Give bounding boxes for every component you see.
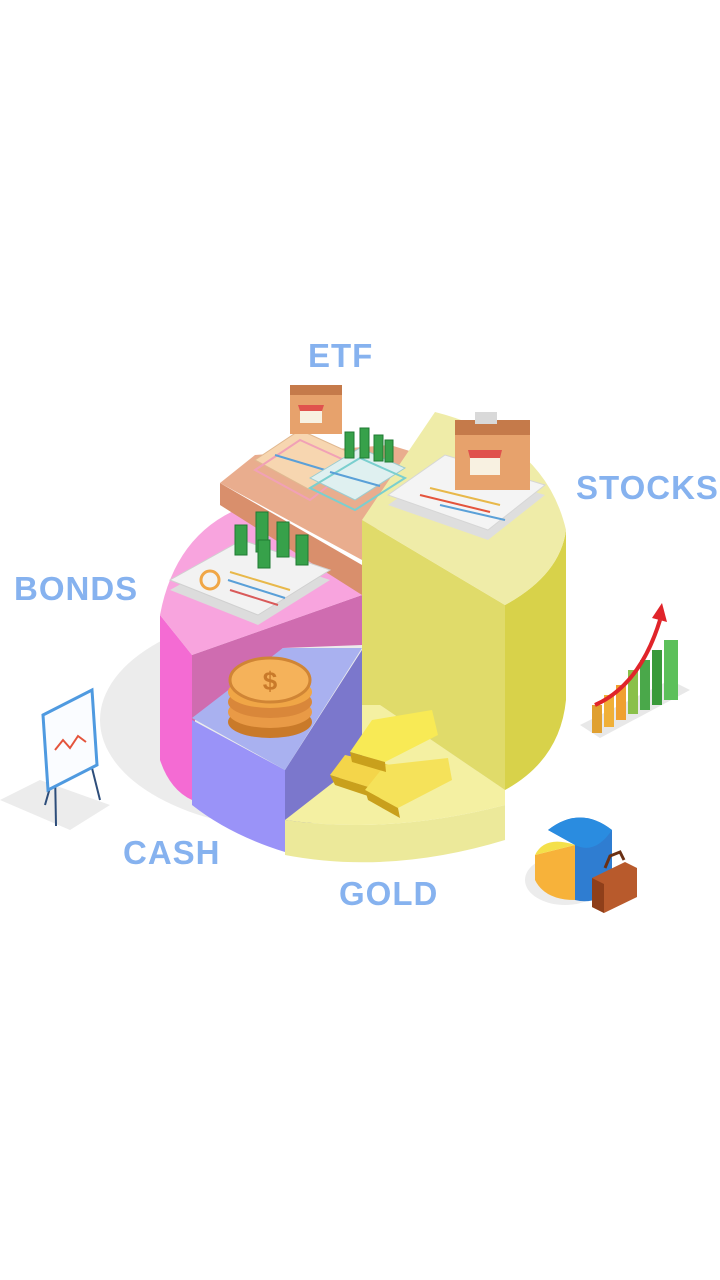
money-stack-icon xyxy=(234,427,394,569)
bonds-label: BONDS xyxy=(14,570,139,607)
flipchart-icon xyxy=(0,687,110,830)
gold-label: GOLD xyxy=(339,875,439,912)
gold-bars-icon xyxy=(330,710,452,818)
report-document-icon xyxy=(168,429,547,625)
cash-label: CASH xyxy=(123,834,221,871)
growth-chart-icon xyxy=(580,603,690,738)
store-icon xyxy=(290,385,530,490)
briefcase-icon xyxy=(592,850,637,913)
stocks-label: STOCKS xyxy=(576,469,719,506)
etf-label: ETF xyxy=(308,337,374,374)
coin-stack-icon: $ xyxy=(228,656,312,738)
svg-text:$: $ xyxy=(263,666,278,696)
